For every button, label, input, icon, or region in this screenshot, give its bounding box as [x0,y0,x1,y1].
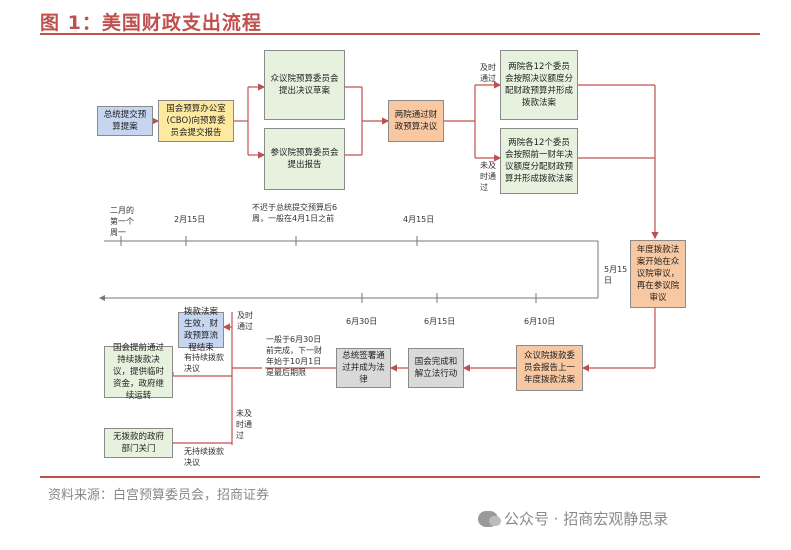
deadline-note: 一般于6月30日前完成，下一财年始于10月1日是最后期限 [266,335,322,377]
bill-passes-box: 年度拨款法案开始在众议院审议，再在参议院审议 [630,240,686,308]
reconcile-text: 国会完成和解立法行动 [414,357,458,379]
timeline-feb-15: 2月15日 [174,215,206,224]
timeline-jun-10: 6月10日 [524,317,556,326]
pass-resolution-box: 两院通过财政预算决议 [388,100,444,142]
committee-report-text: 众议院拨款委员会报告上一年度拨款法案 [523,351,575,385]
watermark-text: 公众号 · 招商宏观静思录 [504,510,669,528]
footer-rule [40,476,760,478]
shutdown-text: 无拨款的政府部门关门 [112,432,164,454]
appropriations-a-text: 两院各12个委员会按照决议额度分配财政预算并形成拨款法案 [505,62,574,108]
bill-effect-text: 拨款法案生效，财政预算流程结束 [183,307,218,353]
cbo-report-box: 国会预算办公室(CBO)向预算委员会提交报告 [158,100,234,142]
timeline-may-15: 5月15日 [604,265,628,285]
watermark: 公众号 · 招商宏观静思录 [478,508,668,529]
wechat-icon [478,510,501,527]
house-budget-text: 众议院预算委员会提出决议草案 [270,74,339,96]
label-not-passed-in-time-2: 未及时通过 [236,409,252,440]
house-budget-box: 众议院预算委员会提出决议草案 [264,50,345,120]
cbo-report-text: 国会预算办公室(CBO)向预算委员会提交报告 [166,104,226,138]
timeline-feb-first-monday: 二月的第一个周一 [110,206,134,237]
label-passed-in-time-2: 及时通过 [237,311,253,331]
timeline-jun-30: 6月30日 [346,317,378,326]
figure-title: 图 1：美国财政支出流程 [40,12,262,34]
president-sign-text: 总统签署通过并成为法律 [342,351,385,385]
title-rule [40,33,760,35]
senate-budget-text: 参议院预算委员会提出报告 [270,148,339,170]
appropriations-a-box: 两院各12个委员会按照决议额度分配财政预算并形成拨款法案 [500,50,578,120]
source-note: 资料来源：白宫预算委员会，招商证券 [48,488,270,503]
label-passed-in-time: 及时通过 [480,63,496,83]
appropriations-b-box: 两院各12个委员会按照前一财年决议额度分配财政预算并形成拨款法案 [500,128,578,194]
budget-timing-note: 不迟于总统提交预算后6周，一般在4月1日之前 [252,203,338,223]
label-not-passed-in-time: 未及时通过 [480,161,496,192]
pass-resolution-text: 两院通过财政预算决议 [394,110,438,132]
timeline-jun-15: 6月15日 [424,317,456,326]
senate-budget-box: 参议院预算委员会提出报告 [264,128,345,190]
president-proposal-text: 总统提交预算提案 [103,110,147,132]
bill-passes-text: 年度拨款法案开始在众议院审议，再在参议院审议 [636,245,680,303]
continuing-resolution-text: 国会提前通过持续拨款决议，提供临时资金，政府继续运转 [112,343,164,401]
timeline-apr-15: 4月15日 [403,215,435,224]
shutdown-box: 无拨款的政府部门关门 [104,428,173,458]
committee-report-box: 众议院拨款委员会报告上一年度拨款法案 [516,345,583,391]
label-with-cr: 有持续拨款决议 [184,353,224,373]
reconcile-box: 国会完成和解立法行动 [408,348,464,388]
label-without-cr: 无持续拨款决议 [184,447,224,467]
bill-effect-box: 拨款法案生效，财政预算流程结束 [178,307,224,353]
appropriations-b-text: 两院各12个委员会按照前一财年决议额度分配财政预算并形成拨款法案 [505,138,574,184]
president-proposal-box: 总统提交预算提案 [97,106,153,136]
president-sign-box: 总统签署通过并成为法律 [336,348,391,388]
continuing-resolution-box: 国会提前通过持续拨款决议，提供临时资金，政府继续运转 [104,343,173,401]
